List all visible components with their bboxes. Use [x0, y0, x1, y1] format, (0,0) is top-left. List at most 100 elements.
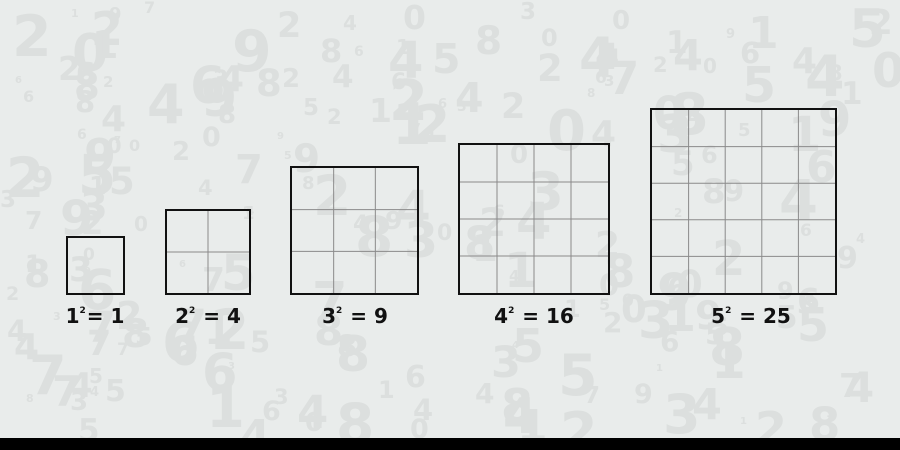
background-digit: 9: [60, 191, 94, 247]
background-digit: 2: [603, 306, 623, 339]
background-digit: 8: [336, 392, 375, 439]
background-digit: 8: [475, 19, 503, 64]
equation-exponent: 2: [189, 306, 196, 316]
background-digit: 1: [396, 35, 410, 59]
background-digit: 7: [839, 366, 862, 405]
background-digit: 6: [179, 259, 186, 270]
background-digit: 1: [89, 171, 107, 200]
background-digit: 9: [293, 137, 321, 182]
background-digit: 3: [53, 310, 61, 323]
background-digit: 2: [211, 298, 250, 362]
background-digit: 5: [303, 95, 320, 121]
background-digit: 4: [101, 99, 127, 140]
background-digit: 4: [332, 59, 354, 95]
equation-label-1: 12= 1: [25, 304, 165, 328]
background-digit: 5: [105, 374, 126, 409]
background-digit: 4: [792, 41, 818, 82]
background-digit: 0: [202, 122, 221, 153]
background-digit: 5: [78, 413, 100, 439]
background-digit: 3: [404, 212, 439, 269]
background-digit: 9: [30, 160, 54, 200]
square-1x1: [66, 236, 125, 295]
background-digit: 1: [25, 250, 42, 278]
background-digit: 2: [389, 69, 428, 134]
background-digit: 5: [776, 300, 798, 336]
background-digit: 1: [517, 401, 548, 439]
background-digit: 0: [510, 140, 529, 170]
background-digit: 6: [797, 281, 820, 320]
background-digit: 6: [262, 396, 281, 427]
background-digit: 5: [109, 160, 135, 203]
background-digit: 3: [80, 184, 108, 230]
background-digit: 7: [235, 147, 263, 193]
background-digit: 9: [84, 129, 117, 183]
background-digit: 4: [673, 31, 703, 81]
background-digit: 2: [674, 206, 683, 220]
background-digit: 3: [797, 287, 817, 320]
background-digit: 4: [455, 74, 484, 122]
equation-base: 5: [711, 304, 726, 328]
background-digit: 3: [274, 385, 289, 409]
grid-lines: [652, 110, 835, 293]
background-digit: 5: [432, 35, 461, 83]
background-digit: 8: [355, 205, 394, 269]
grid-lines: [292, 168, 417, 293]
background-digit: 2: [282, 64, 301, 94]
background-digit: 0: [437, 221, 453, 246]
equation-base: 2: [175, 304, 190, 328]
background-digit: 0: [403, 0, 426, 37]
background-digit: 5: [78, 143, 117, 207]
background-digit: 8: [75, 85, 96, 119]
background-digit: 3: [663, 383, 701, 439]
background-digit: 5: [705, 317, 726, 351]
background-digit: 8: [336, 326, 371, 383]
background-digit: 4: [343, 11, 357, 35]
background-digit: 5: [738, 120, 751, 141]
background-digit: 7: [144, 0, 156, 17]
background-digit: 8: [337, 329, 358, 363]
background-digit: 9: [634, 379, 653, 410]
background-digit: 1: [378, 376, 395, 404]
background-digit: 7: [608, 52, 640, 105]
equation-result: = 9: [350, 304, 388, 328]
background-digit: 1: [740, 416, 747, 427]
background-digit: 2: [869, 3, 893, 43]
equation-label-2: 22 = 4: [138, 304, 278, 328]
background-digit: 6: [740, 36, 761, 70]
background-digit: 4: [591, 114, 617, 155]
equation-result: = 25: [739, 304, 791, 328]
background-digit: 6: [78, 258, 117, 322]
equation-result: = 1: [86, 304, 125, 328]
background-digit: 0: [541, 24, 558, 52]
background-digit: 2: [501, 87, 526, 127]
background-digit: 2: [537, 47, 563, 90]
background-digit: 1: [504, 243, 538, 299]
background-digit: 3: [70, 387, 89, 417]
background-digit: 0: [612, 6, 631, 36]
background-digit: 6: [800, 221, 812, 241]
background-digit: 8: [320, 32, 343, 70]
background-digit: 7: [117, 340, 129, 360]
background-digit: 2: [6, 283, 20, 305]
background-digit: 7: [52, 367, 82, 416]
background-digit: 3: [491, 338, 521, 388]
background-digit: 2: [327, 105, 342, 129]
background-digit: 6: [701, 141, 718, 169]
background-digit: 0: [653, 87, 685, 140]
background-digit: 2: [81, 204, 104, 242]
background-digit: 3: [638, 292, 674, 351]
background-digit: 4: [7, 314, 28, 348]
background-digit: 8: [501, 379, 534, 433]
background-digit: 6: [660, 325, 680, 358]
background-digit: 5: [512, 319, 545, 373]
background-digit: 8: [256, 62, 282, 105]
background-digit: 0: [129, 136, 141, 155]
background-digit: 1: [369, 91, 392, 130]
background-digit: 3: [69, 250, 93, 290]
background-digit: 4: [297, 386, 329, 438]
grid-lines: [167, 211, 249, 293]
square-3x3: [290, 166, 419, 295]
background-digit: 9: [232, 19, 272, 85]
background-digit: 6: [405, 360, 426, 395]
